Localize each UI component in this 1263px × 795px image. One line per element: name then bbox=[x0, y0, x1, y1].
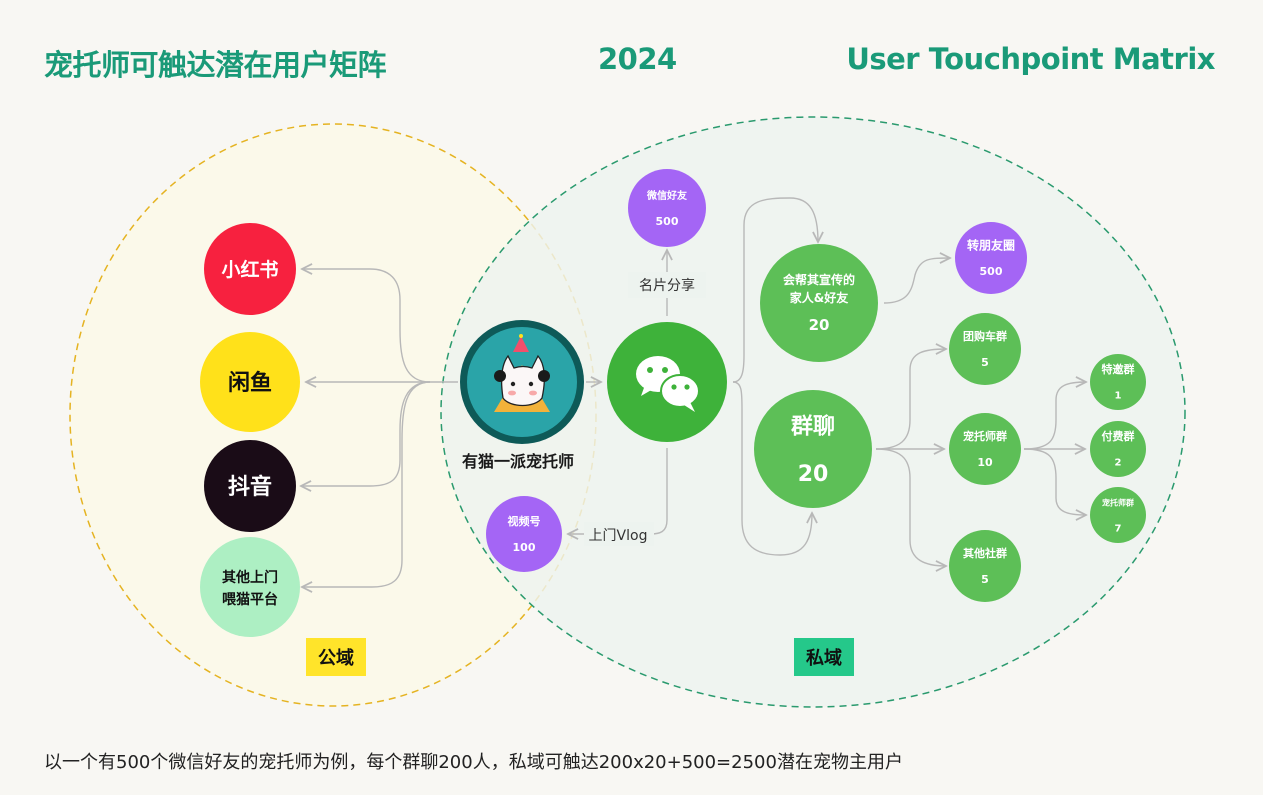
sitter-name: 有猫一派宠托师 bbox=[462, 452, 574, 471]
platform-other-feeding-label: 其他上门 bbox=[222, 569, 278, 586]
platform-xianyu-circle bbox=[200, 332, 300, 432]
node-special-invite-circle bbox=[1090, 354, 1146, 410]
node-group-chat-value: 20 bbox=[798, 462, 829, 487]
page-title: 宠托师可触达潜在用户矩阵 bbox=[44, 48, 387, 82]
private-domain-badge bbox=[794, 638, 854, 676]
node-other-community-value: 5 bbox=[981, 573, 989, 586]
platform-xianyu-label: 闲鱼 bbox=[228, 370, 272, 396]
node-other-community-label: 其他社群 bbox=[963, 546, 1007, 560]
card-share-label: 名片分享 bbox=[639, 277, 695, 294]
platform-douyin-circle bbox=[204, 440, 296, 532]
node-group-chat-label: 群聊 bbox=[791, 413, 835, 439]
node-paid-group-value: 2 bbox=[1115, 458, 1122, 469]
platform-xiaohongshu-circle bbox=[204, 223, 296, 315]
year-label: 2024 bbox=[598, 42, 677, 76]
node-paid-group-label: 付费群 bbox=[1102, 429, 1135, 443]
node-sitter-group-circle bbox=[949, 413, 1021, 485]
platform-xiaohongshu[interactable]: 小红书 bbox=[204, 223, 296, 315]
node-group-buy-value: 5 bbox=[981, 356, 989, 369]
node-moments[interactable]: 转朋友圈 500 bbox=[955, 222, 1027, 294]
node-special-invite-value: 1 bbox=[1115, 391, 1122, 402]
node-special-invite-label: 特邀群 bbox=[1102, 362, 1135, 376]
node-paid-group[interactable]: 付费群 2 bbox=[1090, 421, 1146, 477]
node-moments-label: 转朋友圈 bbox=[967, 237, 1015, 252]
node-moments-value: 500 bbox=[980, 265, 1003, 278]
node-other-community[interactable]: 其他社群 5 bbox=[949, 530, 1021, 602]
node-group-chat-circle bbox=[754, 390, 872, 508]
node-family-friends-label-2: 家人&好友 bbox=[790, 290, 848, 305]
node-other-community-circle bbox=[949, 530, 1021, 602]
platform-other-feeding-circle bbox=[200, 537, 300, 637]
node-sitter-group-small-label: 宠托师群 bbox=[1102, 498, 1134, 508]
node-sitter-group-value: 10 bbox=[977, 456, 993, 469]
node-group-buy-label: 团购车群 bbox=[963, 329, 1007, 343]
node-wechat-friends-label: 微信好友 bbox=[646, 189, 687, 202]
platform-douyin-label: 抖音 bbox=[228, 474, 272, 500]
node-family-friends-label: 会帮其宣传的 bbox=[783, 272, 855, 287]
node-sitter-group[interactable]: 宠托师群 10 bbox=[949, 413, 1021, 485]
node-moments-circle bbox=[955, 222, 1027, 294]
platform-douyin[interactable]: 抖音 bbox=[204, 440, 296, 532]
platform-other-feeding-label-2: 喂猫平台 bbox=[222, 591, 278, 608]
caption: 以一个有500个微信好友的宠托师为例，每个群聊200人，私域可触达200x20+… bbox=[44, 752, 903, 773]
wechat-icon bbox=[636, 356, 700, 412]
node-video-channel-circle bbox=[486, 496, 562, 572]
node-sitter-group-small-circle bbox=[1090, 487, 1146, 543]
connectors bbox=[301, 197, 1086, 587]
node-group-buy-circle bbox=[949, 313, 1021, 385]
page-subtitle-en: User Touchpoint Matrix bbox=[846, 42, 1215, 76]
node-paid-group-circle bbox=[1090, 421, 1146, 477]
node-wechat-friends-circle bbox=[628, 169, 706, 247]
public-domain-badge bbox=[306, 638, 366, 676]
public-domain-label: 公域 bbox=[318, 647, 354, 669]
node-sitter-group-small[interactable]: 宠托师群 7 bbox=[1090, 487, 1146, 543]
node-sitter-group-label: 宠托师群 bbox=[963, 429, 1007, 443]
platform-xianyu[interactable]: 闲鱼 bbox=[200, 332, 300, 432]
vlog-label: 上门Vlog bbox=[589, 528, 648, 544]
node-wechat-friends[interactable]: 微信好友 500 bbox=[628, 169, 706, 247]
node-video-channel[interactable]: 视频号 100 bbox=[486, 496, 562, 572]
sitter-avatar bbox=[460, 320, 584, 444]
wechat-node[interactable] bbox=[607, 322, 727, 442]
platform-xiaohongshu-label: 小红书 bbox=[221, 258, 278, 281]
private-domain-label: 私域 bbox=[806, 647, 842, 669]
node-family-friends-circle bbox=[760, 244, 878, 362]
node-family-friends-value: 20 bbox=[809, 316, 830, 334]
node-special-invite[interactable]: 特邀群 1 bbox=[1090, 354, 1146, 410]
node-wechat-friends-value: 500 bbox=[656, 215, 679, 228]
node-video-channel-value: 100 bbox=[513, 541, 536, 554]
node-group-buy[interactable]: 团购车群 5 bbox=[949, 313, 1021, 385]
node-sitter-group-small-value: 7 bbox=[1115, 524, 1122, 535]
node-video-channel-label: 视频号 bbox=[508, 514, 541, 528]
node-group-chat[interactable]: 群聊 20 bbox=[754, 390, 872, 508]
